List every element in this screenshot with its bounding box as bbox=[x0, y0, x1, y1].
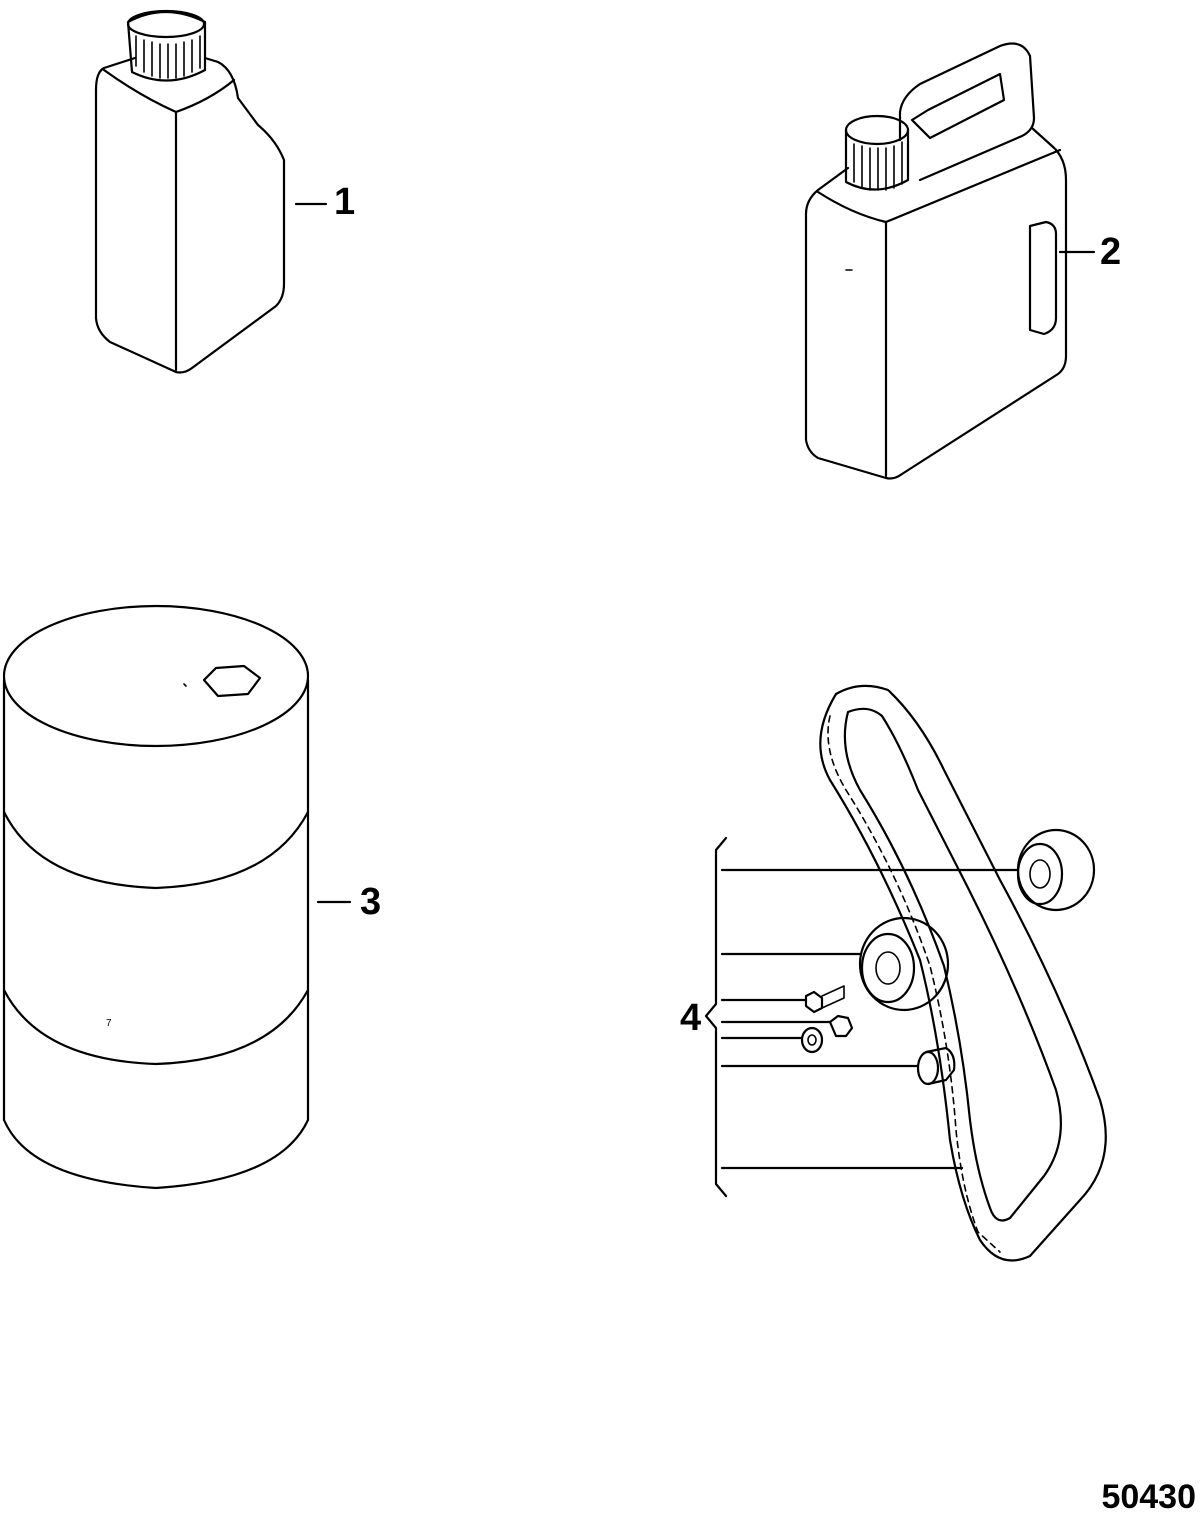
pulley-washer-inner bbox=[807, 1034, 817, 1046]
jerrycan-body bbox=[804, 126, 1068, 480]
drum-bung bbox=[202, 664, 262, 698]
bottle-cap bbox=[126, 10, 207, 82]
callout-3-label: 3 bbox=[360, 881, 381, 923]
drum-rib-1 bbox=[2, 810, 310, 890]
callout-2: 2 bbox=[1058, 231, 1121, 273]
callout-4: 4 bbox=[680, 836, 1020, 1198]
oil-drum[interactable]: 7 bbox=[2, 604, 310, 1190]
idler-pulley bbox=[858, 916, 950, 1012]
jerrycan-handle bbox=[898, 42, 1036, 182]
pulley-washer-outer bbox=[800, 1026, 824, 1054]
timing-belt-kit[interactable] bbox=[800, 684, 1107, 1262]
callout-3: 3 bbox=[316, 881, 381, 923]
callout-4-bracket bbox=[704, 836, 728, 1198]
tensioner-pulley-hub bbox=[1029, 859, 1051, 889]
drum-mark-1 bbox=[183, 683, 187, 687]
idler-pulley-outer bbox=[858, 916, 950, 1012]
jerrycan-cap-top bbox=[844, 114, 910, 146]
pulley-bolt-shank bbox=[821, 985, 845, 1009]
timing-belt-inner bbox=[843, 707, 1062, 1222]
jerrycan-top-edge bbox=[816, 148, 1062, 224]
tensioner-pulley bbox=[1016, 828, 1096, 912]
callout-2-label: 2 bbox=[1100, 231, 1121, 273]
bottle-shoulder bbox=[102, 68, 236, 114]
tensioner-pulley-outer bbox=[1016, 828, 1096, 912]
spacer-sleeve-end bbox=[916, 1050, 940, 1086]
jerrycan-side-grip bbox=[1028, 220, 1058, 336]
jerrycan-cap-ridges bbox=[853, 141, 903, 191]
bottle-body bbox=[94, 56, 286, 374]
bottle-cap-ridges bbox=[135, 35, 201, 79]
drum-rib-2 bbox=[2, 988, 310, 1066]
drum-top bbox=[2, 604, 310, 748]
timing-belt-teeth bbox=[827, 715, 1001, 1253]
drum-sides bbox=[2, 678, 310, 1190]
pulley-washer bbox=[800, 1026, 824, 1054]
idler-pulley-face bbox=[860, 932, 916, 1004]
figure-number: 50430 bbox=[1101, 1478, 1196, 1516]
spacer-sleeve-body bbox=[924, 1046, 956, 1086]
pulley-nut bbox=[828, 1014, 854, 1038]
tensioner-pulley-face bbox=[1016, 842, 1064, 906]
pulley-bolt-head bbox=[804, 990, 824, 1014]
oil-bottle-small[interactable] bbox=[94, 9, 286, 374]
jerrycan-handle-hole bbox=[910, 72, 1006, 140]
timing-belt-outer bbox=[819, 684, 1107, 1262]
pulley-bolt bbox=[804, 985, 845, 1014]
oil-jerrycan[interactable] bbox=[804, 42, 1068, 480]
spacer-sleeve bbox=[916, 1046, 956, 1086]
callout-1-label: 1 bbox=[334, 181, 355, 223]
idler-pulley-hub bbox=[875, 951, 901, 985]
bottle-cap-top bbox=[126, 9, 206, 39]
callout-1: 1 bbox=[294, 181, 355, 223]
callout-4-label: 4 bbox=[680, 997, 701, 1039]
drum-mark-2: 7 bbox=[106, 1018, 112, 1029]
jerrycan-cap bbox=[844, 128, 910, 191]
